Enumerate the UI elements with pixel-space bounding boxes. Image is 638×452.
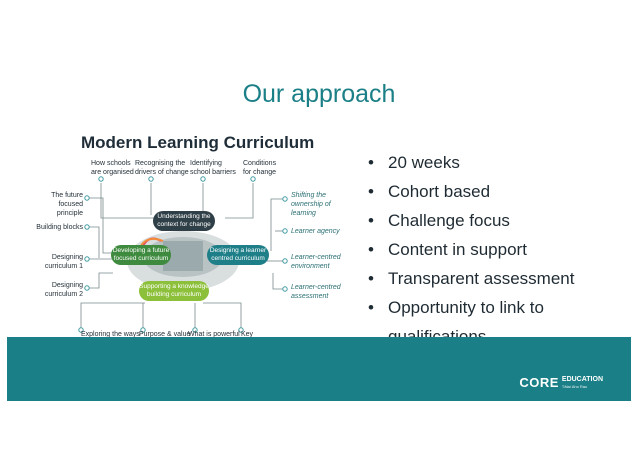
left-label: Building blocks [36, 224, 83, 231]
right-label: Learner agency [291, 228, 340, 235]
logo-word: CORE [519, 375, 559, 390]
centre-box-future-focused: Developing a future focused curriculum [111, 245, 171, 265]
left-label: Designing curriculum 2 [44, 282, 83, 298]
centre-box-knowledge-building: Supporting a knowledge building curricul… [139, 281, 209, 301]
core-education-logo: CORE EDUCATION Tātai Aho Rau [519, 375, 603, 390]
logo-side: EDUCATION Tātai Aho Rau [562, 376, 603, 390]
centre-box-understanding: Understanding the context for change [153, 211, 215, 231]
bullet-item: Cohort based [366, 177, 628, 206]
logo-subtitle: Tātai Aho Rau [561, 383, 588, 389]
bullet-item: Content in support [366, 235, 628, 264]
centre-box-learner-centred: Designing a learner centred curriculum [207, 245, 269, 265]
right-label: Shifting the ownership of learning [291, 192, 331, 217]
bullet-item: Challenge focus [366, 206, 628, 235]
bullet-item: Transparent assessment [366, 264, 628, 293]
top-label: Recognising the drivers of change [135, 160, 189, 176]
left-label: Designing curriculum 1 [44, 254, 83, 270]
left-label: The future focused principle [51, 192, 83, 217]
bullet-item: 20 weeks [366, 148, 628, 177]
slide-title: Our approach [242, 80, 396, 108]
right-label: Learner-centred assessment [291, 284, 341, 300]
right-label: Learner-centred environment [291, 254, 341, 270]
curriculum-diagram: Modern Learning Curriculum How schools a… [35, 133, 341, 363]
top-label: Identifying school barriers [190, 160, 236, 176]
top-label: How schools are organised [91, 160, 134, 176]
bullet-list: 20 weeks Cohort based Challenge focus Co… [366, 148, 628, 351]
footer-band: CORE EDUCATION Tātai Aho Rau [7, 337, 631, 401]
logo-education: EDUCATION [561, 375, 603, 383]
diagram-title: Modern Learning Curriculum [81, 133, 315, 152]
top-label: Conditions for change [243, 160, 277, 176]
